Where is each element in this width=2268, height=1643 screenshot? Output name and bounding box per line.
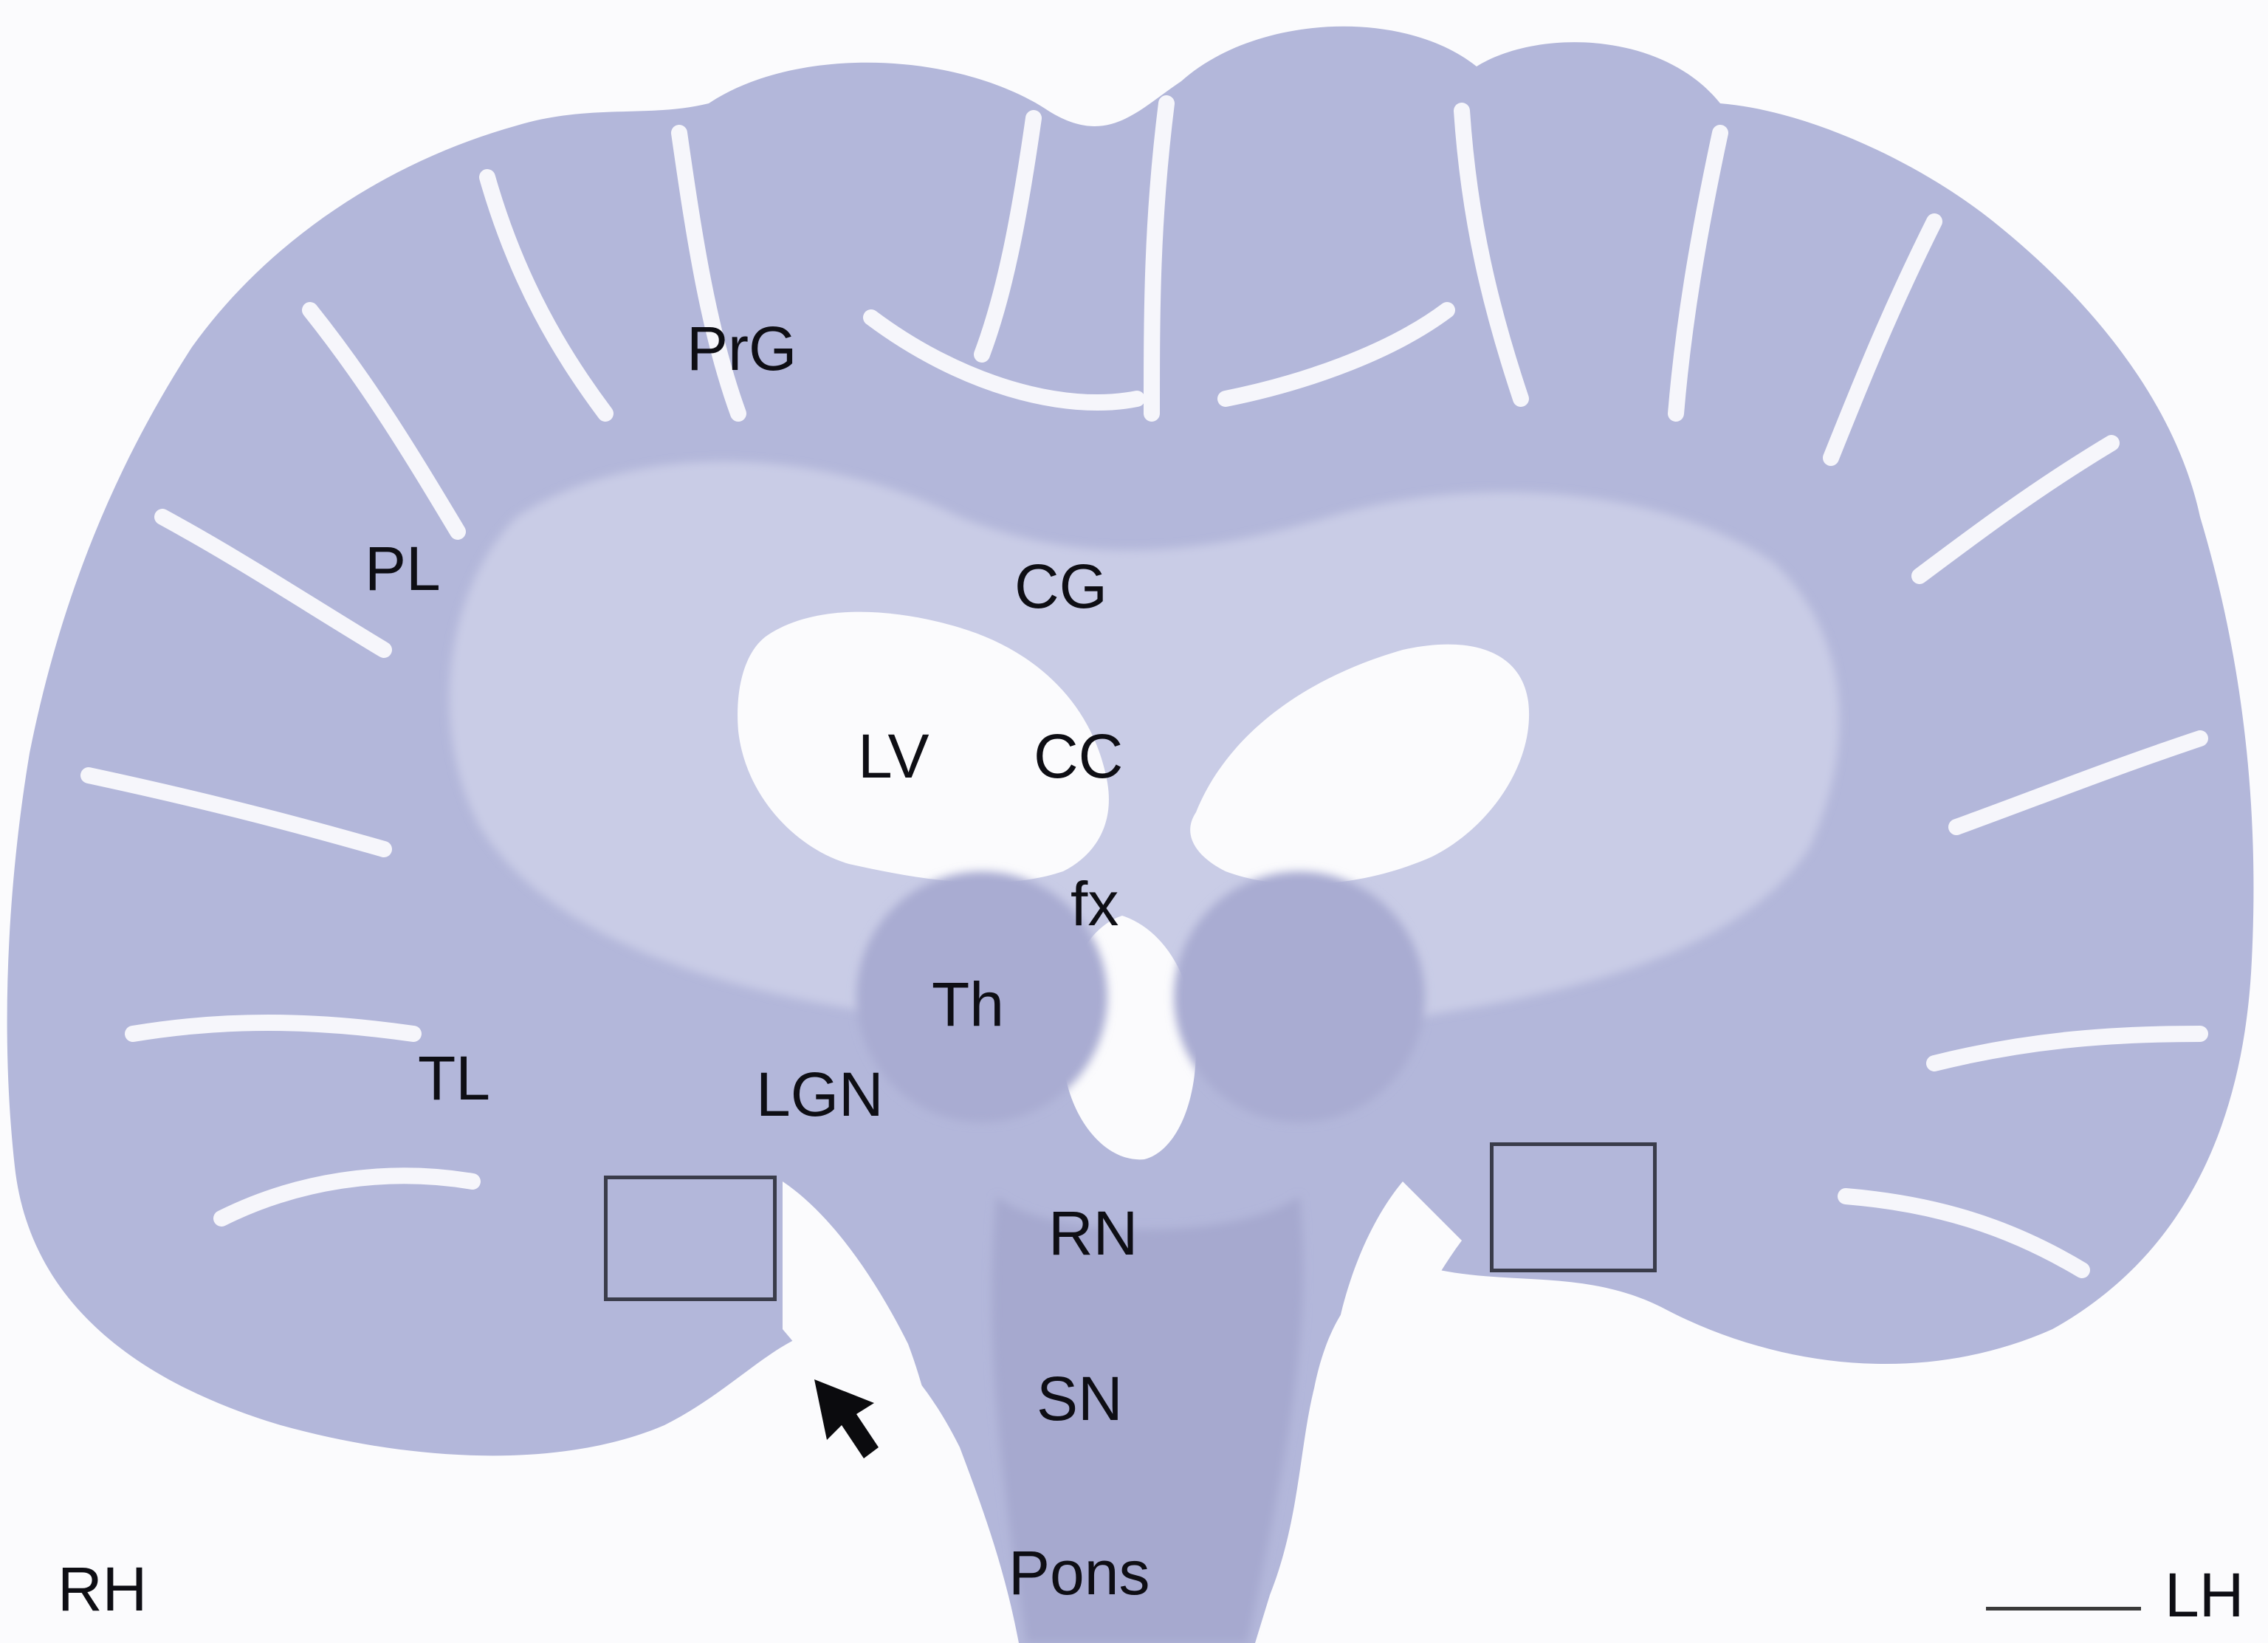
label-thalamus: Th: [932, 970, 1005, 1039]
label-left-hemisphere: LH: [2165, 1560, 2244, 1630]
label-precentral-gyrus: PrG: [687, 314, 797, 383]
thalamus-region-left: [1174, 871, 1425, 1122]
brainstem: [992, 1196, 1304, 1643]
temporal-brainstem-gap-left: [1329, 1181, 1462, 1477]
label-substantia-nigra: SN: [1037, 1364, 1123, 1433]
label-lateral-ventricle: LV: [858, 721, 929, 791]
label-temporal-lobe: TL: [418, 1043, 491, 1113]
label-parietal-lobe: PL: [365, 534, 441, 603]
scale-bar: [1986, 1607, 2141, 1611]
sulci: [80, 95, 2208, 1278]
thalamus-region: [856, 871, 1107, 1122]
label-pons: Pons: [1008, 1538, 1150, 1608]
label-corpus-callosum: CC: [1034, 721, 1124, 791]
lateral-ventricle-left-hemisphere: [1190, 644, 1530, 885]
temporal-brainstem-gap-right: [783, 1181, 952, 1551]
white-matter-core: [449, 462, 1840, 1030]
label-right-hemisphere: RH: [58, 1554, 148, 1624]
label-cingulate-gyrus: CG: [1014, 552, 1107, 621]
roi-box-left-hemisphere: [1490, 1142, 1657, 1272]
arrow-icon: [814, 1379, 879, 1458]
label-fornix: fx: [1071, 869, 1119, 939]
lateral-ventricle-right-hemisphere: [738, 611, 1109, 883]
label-lateral-geniculate-nucleus: LGN: [756, 1060, 884, 1129]
label-red-nucleus: RN: [1048, 1198, 1138, 1268]
roi-box-right-hemisphere: [604, 1176, 777, 1301]
